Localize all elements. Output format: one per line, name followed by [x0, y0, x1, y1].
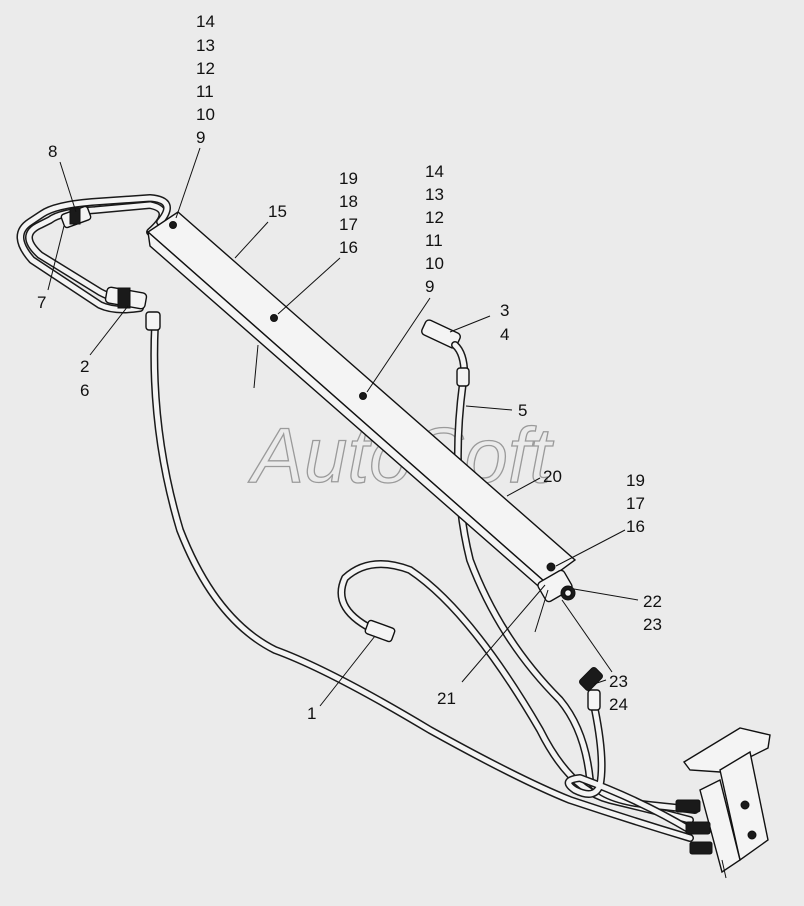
bolt-16-end	[546, 562, 556, 572]
bolt-9-mid	[359, 392, 367, 400]
callout-16: 16	[339, 238, 358, 257]
callout-8: 8	[48, 142, 57, 161]
callout-11: 11	[196, 82, 214, 101]
end-fitting-22	[534, 569, 576, 633]
callout-21: 21	[437, 689, 456, 708]
callout-2: 2	[80, 357, 89, 376]
fitting-3-4	[421, 319, 470, 387]
fitting-1-end	[364, 619, 396, 643]
callout-5: 5	[518, 401, 527, 420]
callout-23: 23	[643, 615, 662, 634]
bracket-rod	[253, 344, 259, 389]
callout-12: 12	[196, 59, 215, 78]
valve-block	[675, 727, 771, 879]
leader-lines	[47, 147, 639, 707]
callout-7: 7	[37, 293, 46, 312]
mounting-bar-15	[146, 211, 577, 594]
callout-22: 22	[643, 592, 662, 611]
callout-9: 9	[196, 128, 205, 147]
callout-14: 14	[196, 12, 215, 31]
bolt-16	[270, 314, 278, 322]
callout-15: 15	[268, 202, 287, 221]
callout-9: 9	[425, 277, 434, 296]
callout-16: 16	[626, 517, 645, 536]
callout-12: 12	[425, 208, 444, 227]
callout-20: 20	[543, 467, 562, 486]
callout-18: 18	[339, 192, 358, 211]
bolt-9-top	[169, 221, 177, 229]
callout-17: 17	[626, 494, 645, 513]
callout-10: 10	[196, 105, 215, 124]
valve-mount-plate	[682, 727, 771, 773]
callout-13: 13	[425, 185, 444, 204]
callout-4: 4	[500, 325, 509, 344]
callout-24: 24	[609, 695, 628, 714]
callout-13: 13	[196, 36, 215, 55]
callout-1: 1	[307, 704, 316, 723]
callout-19: 19	[626, 471, 645, 490]
callout-3: 3	[500, 301, 509, 320]
callout-14: 14	[425, 162, 444, 181]
callouts: 14 13 12 11 10 9 8 7 2 6 15 19 18 17 16 …	[37, 12, 662, 723]
coupling-2-6	[104, 286, 161, 331]
callout-11: 11	[425, 231, 443, 250]
callout-23: 23	[609, 672, 628, 691]
callout-19: 19	[339, 169, 358, 188]
callout-6: 6	[80, 381, 89, 400]
callout-10: 10	[425, 254, 444, 273]
fitting-23-24	[579, 667, 603, 711]
callout-17: 17	[339, 215, 358, 234]
